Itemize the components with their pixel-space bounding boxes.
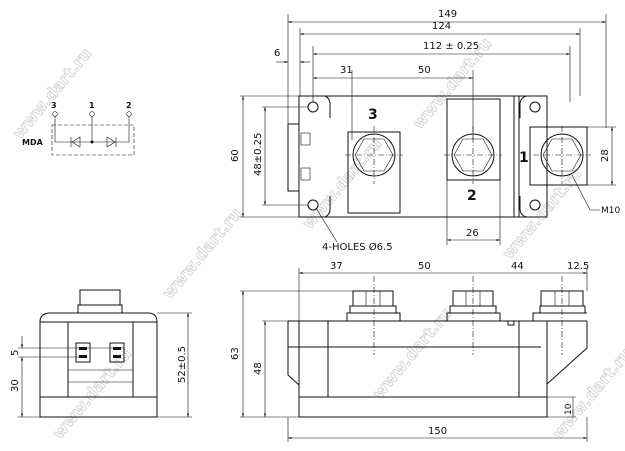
svg-text:48: 48 <box>253 362 264 375</box>
svg-text:10: 10 <box>564 403 574 415</box>
svg-text:30: 30 <box>10 379 21 392</box>
svg-text:44: 44 <box>511 261 524 272</box>
diode-icon <box>106 136 116 148</box>
svg-text:26: 26 <box>466 228 479 239</box>
svg-text:150: 150 <box>428 426 447 437</box>
svg-text:2: 2 <box>126 101 132 110</box>
front-view: 37 50 44 12.5 63 48 10 150 <box>230 261 589 442</box>
gate-connector <box>109 342 125 363</box>
svg-text:4-HOLES Ø6.5: 4-HOLES Ø6.5 <box>322 241 393 253</box>
svg-text:12.5: 12.5 <box>567 261 589 272</box>
svg-text:31: 31 <box>340 65 353 76</box>
diode-icon <box>71 136 81 148</box>
svg-text:112 ± 0.25: 112 ± 0.25 <box>423 41 479 52</box>
svg-text:3: 3 <box>51 101 57 110</box>
terminal-2 <box>446 98 501 181</box>
nuts <box>349 290 586 314</box>
watermarks: www.dart.ru www.dart.ru www.dart.ru www.… <box>8 34 625 443</box>
svg-text:50: 50 <box>418 261 431 272</box>
svg-text:M10: M10 <box>601 206 620 216</box>
svg-text:37: 37 <box>330 261 343 272</box>
svg-text:50: 50 <box>418 65 431 76</box>
svg-text:2: 2 <box>467 188 477 204</box>
svg-text:1: 1 <box>89 101 95 110</box>
top-view: 3 2 1 149 124 112 ± 0.25 6 31 50 60 48±0… <box>230 9 620 253</box>
gate-connector <box>75 342 91 363</box>
circuit-schematic: 3 1 2 MDA <box>22 101 135 156</box>
svg-text:www.dart.ru: www.dart.ru <box>369 304 456 402</box>
svg-text:3: 3 <box>368 107 378 123</box>
terminal-1 <box>529 126 588 186</box>
svg-text:5: 5 <box>10 350 21 356</box>
svg-text:www.dart.ru: www.dart.ru <box>9 44 96 142</box>
svg-text:www.dart.ru: www.dart.ru <box>499 164 586 262</box>
svg-text:48±0.25: 48±0.25 <box>253 133 264 176</box>
svg-text:63: 63 <box>230 347 241 360</box>
svg-text:149: 149 <box>438 9 457 20</box>
svg-text:www.dart.ru: www.dart.ru <box>299 134 386 232</box>
side-view: 5 30 52±0.5 <box>10 289 192 418</box>
svg-text:1: 1 <box>519 150 529 166</box>
svg-text:6: 6 <box>274 48 280 59</box>
svg-text:52±0.5: 52±0.5 <box>177 346 188 383</box>
svg-text:MDA: MDA <box>22 138 44 147</box>
svg-text:60: 60 <box>230 149 241 162</box>
svg-text:124: 124 <box>432 21 451 32</box>
svg-text:28: 28 <box>600 149 611 162</box>
svg-text:www.dart.ru: www.dart.ru <box>49 344 136 442</box>
svg-text:www.dart.ru: www.dart.ru <box>159 204 246 302</box>
